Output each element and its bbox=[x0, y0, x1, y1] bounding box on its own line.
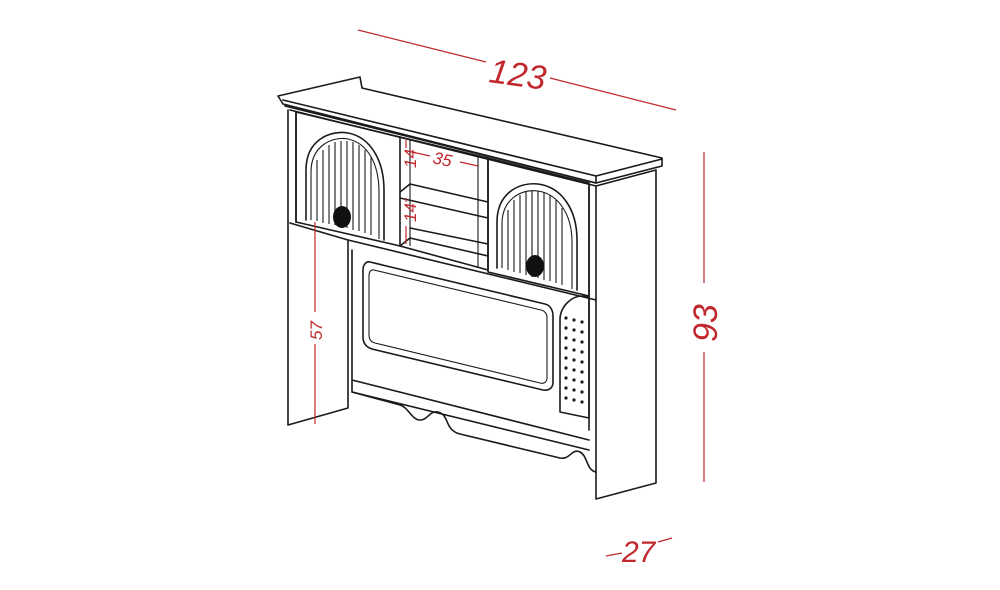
left-side-panel bbox=[287, 109, 349, 426]
perforation-dot bbox=[572, 338, 576, 342]
perforation-dot bbox=[580, 350, 584, 354]
perforation-dot bbox=[564, 346, 568, 350]
top-cornice bbox=[277, 76, 663, 187]
inner-height-label: 57 bbox=[307, 321, 326, 340]
right-side-panel bbox=[588, 169, 657, 500]
perforation-dot bbox=[564, 316, 568, 320]
right-cabinet bbox=[487, 157, 590, 297]
perforation-dot bbox=[564, 336, 568, 340]
dimension-shelves: 35 14 14 bbox=[401, 140, 479, 244]
back-recessed-panel bbox=[362, 261, 554, 391]
shelf-gap-bottom-label: 14 bbox=[401, 203, 420, 222]
perforation-dots bbox=[564, 316, 584, 404]
dimension-depth: 27 bbox=[605, 536, 673, 569]
dimension-inner-height: 57 bbox=[307, 222, 326, 424]
perforated-panel bbox=[559, 295, 590, 419]
left-cabinet bbox=[295, 111, 401, 247]
perforation-dot bbox=[564, 396, 568, 400]
perforation-dot bbox=[580, 340, 584, 344]
dimension-width: 123 bbox=[357, 29, 677, 111]
perforation-dot bbox=[572, 328, 576, 332]
perforation-dot bbox=[580, 370, 584, 374]
scalloped-apron bbox=[351, 391, 597, 473]
dimension-height: 93 bbox=[687, 152, 725, 482]
perforation-dot bbox=[572, 368, 576, 372]
door-slats-right bbox=[507, 191, 563, 285]
perforation-dot bbox=[572, 388, 576, 392]
perforation-dot bbox=[564, 326, 568, 330]
depth-label: 27 bbox=[621, 536, 657, 569]
perforation-dot bbox=[564, 386, 568, 390]
shelf-gap-top-label: 14 bbox=[401, 149, 420, 168]
perforation-dot bbox=[580, 400, 584, 404]
perforation-dot bbox=[580, 320, 584, 324]
perforation-dot bbox=[572, 358, 576, 362]
perforation-dot bbox=[580, 330, 584, 334]
perforation-dot bbox=[564, 366, 568, 370]
knob-left-icon bbox=[333, 206, 351, 228]
perforation-dot bbox=[572, 378, 576, 382]
shelf-width-label: 35 bbox=[431, 148, 454, 171]
height-label: 93 bbox=[687, 304, 725, 342]
perforation-dot bbox=[580, 380, 584, 384]
perforation-dot bbox=[564, 356, 568, 360]
perforation-dot bbox=[572, 318, 576, 322]
perforation-dot bbox=[564, 376, 568, 380]
knob-right-icon bbox=[526, 255, 544, 277]
perforation-dot bbox=[572, 348, 576, 352]
perforation-dot bbox=[572, 398, 576, 402]
width-label: 123 bbox=[487, 52, 549, 98]
perforation-dot bbox=[580, 390, 584, 394]
perforation-dot bbox=[580, 360, 584, 364]
